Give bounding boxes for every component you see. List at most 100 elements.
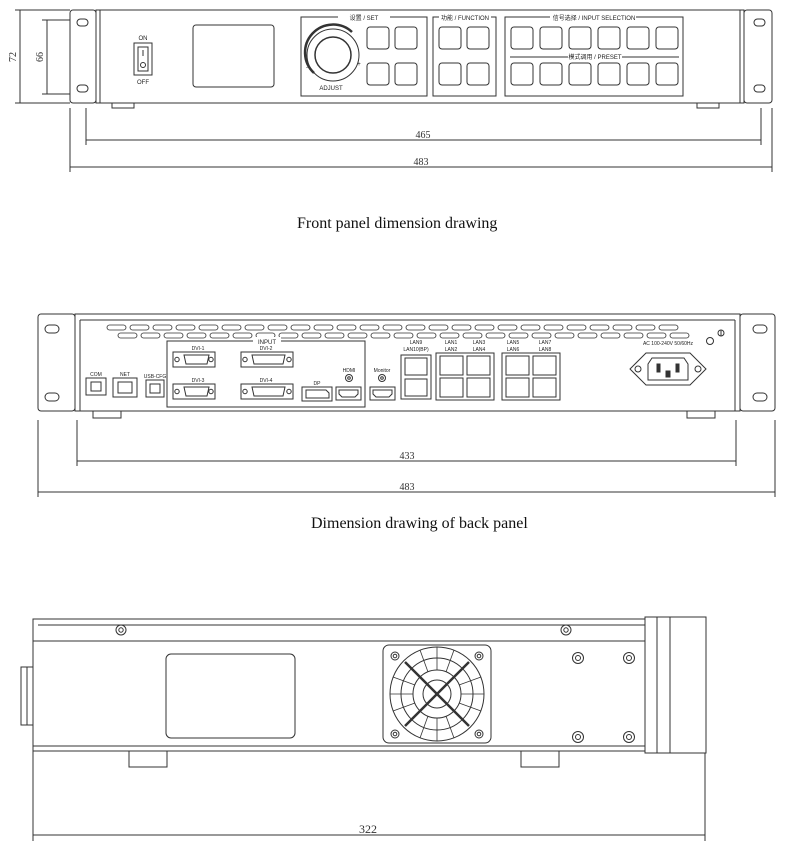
dvi-1-label: DVI-1 bbox=[192, 346, 205, 352]
back-panel-body bbox=[74, 313, 741, 412]
side-front-bracket bbox=[644, 616, 658, 754]
preset-title: 模式调用 / PRESET bbox=[568, 53, 621, 61]
back-mount-hole bbox=[44, 324, 60, 334]
side-screw bbox=[115, 624, 127, 636]
power-rating-label: AC 100-240V 50/60Hz bbox=[643, 341, 694, 347]
function-group-frame bbox=[432, 16, 497, 97]
front-panel bbox=[15, 9, 773, 172]
lan7-label: LAN7 bbox=[539, 340, 552, 346]
lan5-port bbox=[505, 355, 530, 376]
function-button bbox=[466, 62, 490, 86]
input-selection-buttons bbox=[510, 26, 679, 50]
dvi-4-label: DVI-4 bbox=[260, 378, 273, 384]
side-foot bbox=[520, 750, 560, 768]
hdmi-port bbox=[335, 374, 362, 401]
lan7-port bbox=[532, 355, 557, 376]
front-foot bbox=[696, 102, 720, 109]
preset-buttons bbox=[510, 62, 679, 86]
back-vent-slots-row-1 bbox=[106, 324, 679, 331]
front-lcd-screen bbox=[192, 24, 275, 88]
back-mount-hole bbox=[752, 324, 768, 334]
lan2-port bbox=[439, 377, 464, 398]
side-foot bbox=[128, 750, 168, 768]
hdmi-label: HDMI bbox=[343, 368, 356, 374]
lan1-label: LAN1 bbox=[445, 340, 458, 346]
dvi-2-port bbox=[240, 351, 294, 368]
back-mount-hole bbox=[752, 392, 768, 402]
net-port bbox=[112, 377, 138, 398]
net-label: NET bbox=[120, 372, 130, 378]
side-window bbox=[165, 653, 296, 739]
side-view bbox=[20, 616, 707, 841]
lan3-label: LAN3 bbox=[473, 340, 486, 346]
front-mount-hole bbox=[76, 84, 89, 93]
set-button bbox=[366, 62, 390, 86]
front-mount-hole bbox=[753, 18, 766, 27]
front-panel-body bbox=[95, 9, 745, 104]
lan4-port bbox=[466, 377, 491, 398]
function-group-title: 功能 / FUNCTION bbox=[441, 14, 489, 22]
monitor-port bbox=[369, 374, 396, 401]
dvi-4-port bbox=[240, 383, 294, 400]
lan1-port bbox=[439, 355, 464, 376]
lan10-label: LAN10(BP) bbox=[403, 347, 429, 353]
function-button bbox=[438, 26, 462, 50]
dvi-2-label: DVI-2 bbox=[260, 346, 273, 352]
dim-front-width-outer: 483 bbox=[414, 157, 429, 168]
dvi-1-port bbox=[172, 351, 216, 368]
lan5-8-frame bbox=[501, 352, 561, 401]
front-foot bbox=[111, 102, 135, 109]
monitor-label: Monitor bbox=[374, 368, 391, 374]
side-screw bbox=[572, 652, 635, 743]
lan8-port bbox=[532, 377, 557, 398]
lan8-label: LAN8 bbox=[539, 347, 552, 353]
set-group-title: 设置 / SET bbox=[350, 14, 379, 22]
knob-minus-label: - bbox=[306, 65, 308, 71]
dvi-3-label: DVI-3 bbox=[192, 378, 205, 384]
usb-cfg-label: USB-CFG bbox=[144, 374, 167, 380]
adjust-knob bbox=[306, 28, 360, 82]
fan-icon bbox=[382, 644, 492, 744]
dp-port bbox=[301, 386, 333, 402]
input-group-title: INPUT bbox=[258, 340, 276, 346]
com-port bbox=[85, 377, 107, 396]
side-body bbox=[32, 640, 646, 752]
lan9-lan10-frame bbox=[400, 354, 432, 400]
dim-depth: 322 bbox=[359, 822, 377, 836]
lan5-label: LAN5 bbox=[507, 340, 520, 346]
front-panel-caption: Front panel dimension drawing bbox=[297, 215, 498, 232]
dim-height-inner: 66 bbox=[35, 52, 46, 62]
lan4-label: LAN4 bbox=[473, 347, 486, 353]
back-foot bbox=[686, 410, 716, 419]
function-button bbox=[438, 62, 462, 86]
switch-off-label: OFF bbox=[137, 80, 149, 86]
set-button bbox=[394, 26, 418, 50]
lan10-port bbox=[404, 378, 428, 397]
switch-on-label: ON bbox=[139, 36, 148, 42]
front-right-ear bbox=[743, 9, 773, 104]
ac-power-inlet bbox=[629, 352, 707, 386]
front-mount-hole bbox=[753, 84, 766, 93]
dp-label: DP bbox=[314, 381, 322, 387]
lan2-label: LAN2 bbox=[445, 347, 458, 353]
lan9-label: LAN9 bbox=[410, 340, 423, 346]
back-panel-caption: Dimension drawing of back panel bbox=[311, 515, 528, 532]
back-vent-slots-row-2 bbox=[117, 332, 690, 339]
lan6-label: LAN6 bbox=[507, 347, 520, 353]
set-button bbox=[366, 26, 390, 50]
dim-front-width-inner: 465 bbox=[416, 130, 431, 141]
dim-back-width-outer: 483 bbox=[400, 482, 415, 493]
lan9-port bbox=[404, 357, 428, 376]
function-button bbox=[466, 26, 490, 50]
back-panel bbox=[37, 313, 776, 497]
adjust-knob-inner bbox=[314, 36, 352, 74]
side-front-ear bbox=[656, 616, 707, 754]
lan1-4-frame bbox=[435, 352, 495, 401]
lan6-port bbox=[505, 377, 530, 398]
set-button bbox=[394, 62, 418, 86]
back-mount-hole bbox=[44, 392, 60, 402]
back-foot bbox=[92, 410, 122, 419]
front-mount-hole bbox=[76, 18, 89, 27]
power-switch-frame bbox=[133, 42, 153, 76]
